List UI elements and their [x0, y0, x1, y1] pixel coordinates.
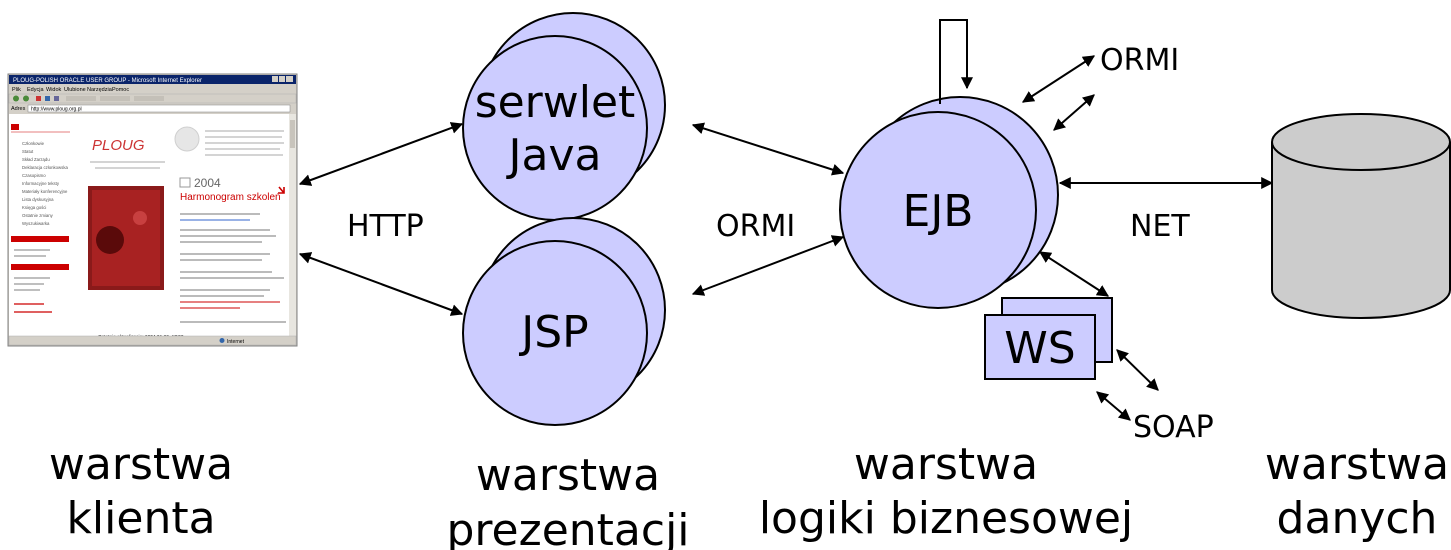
- address-input[interactable]: [27, 104, 291, 113]
- close-icon[interactable]: [286, 76, 293, 82]
- browser-titlebar: [9, 75, 296, 84]
- jsp-front-circle: [462, 240, 648, 426]
- browser-screenshot: PLOUG-POLISH ORACLE USER GROUP - Microso…: [7, 73, 298, 347]
- status-zone: Internet: [227, 339, 245, 345]
- menu-item[interactable]: Narzędzia: [87, 87, 113, 93]
- minimize-icon[interactable]: [272, 76, 278, 82]
- servlet-label-line2: Java: [506, 130, 602, 181]
- sidebar-item[interactable]: Deklaracja członkowska: [22, 165, 68, 170]
- ormi-label-middle: ORMI: [716, 209, 795, 244]
- presentation-layer-caption-2: prezentacji: [446, 505, 689, 550]
- ejb-ws-arrow: [1038, 251, 1110, 297]
- data-layer-caption-1: warstwa: [1265, 439, 1449, 490]
- http-arrow-jsp: [298, 252, 464, 316]
- client-layer-caption-1: warstwa: [49, 439, 233, 490]
- database-cylinder: [1271, 113, 1451, 319]
- ejb-node: EJB: [839, 96, 1059, 309]
- ws-node: WS: [984, 297, 1113, 380]
- site-headline: Harmonogram szkoleń: [180, 192, 281, 203]
- ejb-label: EJB: [903, 186, 974, 237]
- servlet-front-circle: [462, 35, 648, 221]
- year-heading: 2004: [194, 176, 221, 190]
- sidebar-section-bar: [11, 236, 69, 242]
- site-logo: PLOUG: [92, 137, 145, 154]
- menu-item[interactable]: Edycja: [27, 87, 44, 93]
- scrollbar[interactable]: [289, 114, 296, 336]
- ormi-label-top: ORMI: [1100, 43, 1179, 78]
- sidebar-item[interactable]: Materiały konferencyjne: [22, 189, 68, 194]
- sidebar-section-bar: [11, 264, 69, 270]
- favorites-button[interactable]: [100, 96, 130, 101]
- sidebar-item[interactable]: Lista dyskusyjna: [22, 197, 54, 202]
- menu-item[interactable]: Plik: [12, 87, 21, 93]
- ejb-front-circle: [839, 111, 1037, 309]
- flag-icon: [11, 124, 19, 130]
- data-layer-caption-2: danych: [1277, 493, 1438, 544]
- browser-menu: Plik Edycja Widok Ulubione Narzędzia Pom…: [12, 87, 129, 93]
- http-arrow-servlet: [298, 122, 464, 186]
- presentation-layer-caption-1: warstwa: [476, 450, 660, 501]
- calendar-icon: [179, 177, 191, 188]
- site-sidebar: Członkowie Statut Skład Zarządu Deklarac…: [11, 124, 70, 313]
- ejb-self-call-arrow: [939, 19, 973, 104]
- browser-statusbar: [8, 335, 297, 346]
- sidebar-item[interactable]: Czasopismo: [22, 173, 46, 178]
- internet-zone-icon: [219, 338, 225, 343]
- sidebar-item[interactable]: Księga gości: [22, 205, 46, 210]
- soap-arrow-2: [1096, 391, 1131, 421]
- ormi-arrow-jsp-ejb: [691, 235, 845, 296]
- ws-label: WS: [1004, 323, 1075, 374]
- address-label: Adres: [11, 106, 26, 112]
- menu-item[interactable]: Widok: [46, 87, 62, 93]
- client-layer-caption-2: klienta: [66, 493, 215, 544]
- business-layer-caption-2: logiki biznesowej: [759, 493, 1133, 544]
- arrow-icon: [278, 186, 285, 194]
- ormi-arrow-servlet-ejb: [691, 122, 845, 176]
- ws-front-box: [984, 314, 1096, 380]
- media-button[interactable]: [134, 96, 164, 101]
- sidebar-item[interactable]: Skład Zarządu: [22, 157, 50, 162]
- ormi-arrow-external-2: [1053, 94, 1095, 131]
- soap-arrow-1: [1116, 349, 1159, 391]
- stop-icon[interactable]: [36, 96, 41, 101]
- sidebar-item[interactable]: Statut: [22, 149, 34, 154]
- sidebar-item[interactable]: Ostatnie zmiany: [22, 213, 54, 218]
- search-button[interactable]: [66, 96, 96, 101]
- servlet-node: serwlet Java: [462, 12, 666, 221]
- sidebar-item[interactable]: Wyszukiwarka: [22, 221, 50, 226]
- sidebar-item[interactable]: Członkowie: [22, 141, 45, 146]
- browser-title: PLOUG-POLISH ORACLE USER GROUP - Microso…: [13, 78, 202, 84]
- address-url: http://www.ploug.org.pl: [31, 107, 82, 113]
- seal-image: [174, 126, 200, 152]
- home-icon[interactable]: [54, 96, 59, 101]
- ormi-arrow-external-1: [1021, 55, 1096, 103]
- business-layer-caption-1: warstwa: [854, 439, 1038, 490]
- soap-label: SOAP: [1133, 410, 1214, 445]
- menu-item[interactable]: Pomoc: [112, 87, 129, 93]
- jsp-label: JSP: [518, 307, 588, 358]
- net-label: NET: [1130, 209, 1190, 244]
- refresh-icon[interactable]: [45, 96, 50, 101]
- scrollbar-thumb[interactable]: [290, 120, 295, 148]
- jsp-node: JSP: [462, 217, 666, 426]
- http-label: HTTP: [347, 209, 424, 244]
- maximize-icon[interactable]: [279, 76, 285, 82]
- sidebar-item[interactable]: Informacyjne teksty: [22, 181, 60, 186]
- forward-icon[interactable]: [23, 95, 29, 102]
- back-icon[interactable]: [13, 95, 19, 102]
- menu-item[interactable]: Ulubione: [64, 87, 86, 93]
- servlet-label-line1: serwlet: [475, 77, 636, 128]
